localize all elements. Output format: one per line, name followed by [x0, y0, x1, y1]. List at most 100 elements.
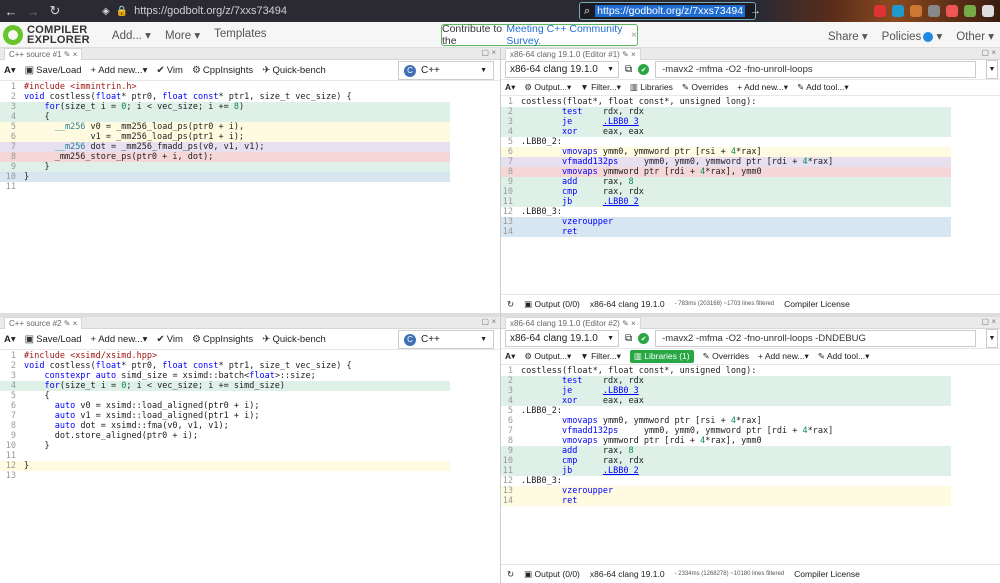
maximize-icon[interactable]: ▢ × — [481, 48, 496, 57]
compiler-options-input[interactable]: -mavx2 -mfma -O2 -fno-unroll-loops — [655, 61, 976, 78]
nav-templates[interactable]: Templates — [214, 27, 267, 40]
extension-icon[interactable] — [892, 5, 904, 17]
asm-line: 4 xor eax, eax — [501, 396, 951, 406]
code-line: 10 } — [5, 441, 50, 451]
extension-icon[interactable] — [874, 5, 886, 17]
save-load-button[interactable]: ▣Save/Load — [24, 333, 82, 345]
font-size-button[interactable]: A▾ — [4, 64, 16, 76]
forward-icon[interactable]: → — [26, 3, 40, 19]
quick-bench-button[interactable]: ✈Quick-bench — [262, 333, 326, 345]
compiler-license-link[interactable]: Compiler License — [794, 569, 860, 579]
go-arrow-icon[interactable]: → — [750, 5, 762, 17]
code-line: 6 v1 = _mm256_load_ps(ptr1 + i); — [0, 132, 450, 142]
overrides-button[interactable]: ✎ Overrides — [702, 351, 749, 361]
horizontal-splitter-right[interactable] — [501, 313, 1000, 317]
save-icon: ▣ — [24, 333, 35, 345]
compiler-status-bar: ↻ ▣ Output (0/0) x86-64 clang 19.1.0 - 2… — [501, 564, 1000, 583]
options-dropdown-icon[interactable]: ▼ — [986, 60, 998, 79]
output-status[interactable]: ▣ Output (0/0) — [524, 298, 580, 309]
nav-share[interactable]: Share ▾ — [828, 31, 868, 43]
asm-line: 6 vmovaps ymm0, ymmword ptr [rsi + 4*rax… — [501, 147, 951, 157]
extension-icon[interactable] — [928, 5, 940, 17]
maximize-icon[interactable]: ▢ × — [481, 317, 496, 326]
menu-icon[interactable] — [982, 5, 994, 17]
add-tool-button[interactable]: ✎ Add tool...▾ — [797, 82, 849, 92]
compiler-select[interactable]: x86-64 clang 19.1.0▼ — [505, 330, 619, 347]
back-icon[interactable]: ← — [4, 3, 18, 19]
search-icon: ⌕ — [584, 4, 591, 17]
refresh-icon[interactable]: ↻ — [507, 298, 515, 309]
nav-more[interactable]: More ▾ — [164, 29, 201, 42]
code-line: 8 auto dot = xsimd::fma(v0, v1, v1); — [10, 421, 229, 431]
save-load-button[interactable]: ▣Save/Load — [24, 64, 82, 76]
output-button[interactable]: ⚙ Output...▾ — [524, 82, 572, 92]
logo-icon — [3, 24, 23, 45]
options-dropdown-icon[interactable]: ▼ — [986, 329, 998, 348]
cpp-icon: C — [404, 333, 416, 346]
filter-button[interactable]: ▼ Filter...▾ — [580, 82, 621, 92]
code-line: 1#include <xsimd/xsimd.hpp> — [10, 351, 158, 361]
compiler-tab-2[interactable]: x86-64 clang 19.1.0 (Editor #2) ✎ × — [505, 317, 641, 329]
output-status[interactable]: ▣ Output (0/0) — [524, 568, 580, 579]
asm-line: 14 ret — [501, 496, 951, 506]
cppinsights-button[interactable]: ⚙CppInsights — [191, 333, 254, 345]
extension-icon[interactable] — [910, 5, 922, 17]
popout-icon[interactable]: ⧉ — [625, 64, 633, 75]
font-size-button[interactable]: A▾ — [505, 351, 516, 361]
font-size-button[interactable]: A▾ — [505, 82, 516, 92]
popout-icon[interactable]: ⧉ — [625, 333, 633, 344]
browser-toolbar: ← → ↻ ◈ 🔒 https://godbolt.org/z/7xxs7349… — [0, 0, 1000, 22]
refresh-icon[interactable]: ↻ — [507, 568, 515, 579]
extension-icon[interactable] — [964, 5, 976, 17]
extension-icon[interactable] — [946, 5, 958, 17]
source-tab-2[interactable]: C++ source #2 ✎ × — [4, 317, 83, 329]
logo-line1: COMPILER — [27, 23, 88, 36]
banner-link[interactable]: Meeting C++ Community Survey. — [506, 23, 623, 47]
search-input[interactable]: ⌕ https://godbolt.org/z/7xxs73494 → — [579, 2, 761, 20]
filter-button[interactable]: ▼ Filter...▾ — [580, 351, 621, 361]
compiler-select[interactable]: x86-64 clang 19.1.0▼ — [505, 61, 619, 78]
close-icon[interactable]: × — [630, 29, 637, 41]
compiler-pane-1: x86-64 clang 19.1.0 (Editor #1) ✎ × ▢ × x… — [501, 48, 1000, 313]
font-size-button[interactable]: A▾ — [4, 333, 16, 345]
vim-icon: ✔ — [156, 333, 165, 345]
output-button[interactable]: ⚙ Output...▾ — [524, 351, 572, 361]
asm-line: 2 test rdx, rdx — [501, 107, 951, 117]
overrides-button[interactable]: ✎ Overrides — [681, 82, 729, 92]
horizontal-splitter-left[interactable] — [0, 313, 500, 317]
source-tab-1[interactable]: C++ source #1 ✎ × — [4, 48, 83, 60]
compiler-tab-1[interactable]: x86-64 clang 19.1.0 (Editor #1) ✎ × — [505, 48, 641, 60]
nav-add[interactable]: Add... ▾ — [111, 29, 151, 42]
maximize-icon[interactable]: ▢ × — [981, 48, 996, 57]
maximize-icon[interactable]: ▢ × — [981, 317, 996, 326]
compiler-options-input[interactable]: -mavx2 -mfma -O2 -fno-unroll-loops -DNDE… — [655, 330, 976, 347]
libraries-button[interactable]: ▥ Libraries — [629, 82, 673, 92]
libraries-button[interactable]: ▥ Libraries (1) — [629, 350, 694, 363]
add-new-button[interactable]: + Add new...▾ — [737, 82, 789, 92]
url-bar[interactable]: ◈ 🔒 https://godbolt.org/z/7xxs73494 — [102, 3, 287, 19]
vim-button[interactable]: ✔Vim — [156, 64, 183, 76]
add-new-button[interactable]: + Add new...▾ — [90, 333, 148, 345]
vim-button[interactable]: ✔Vim — [156, 333, 183, 345]
reload-icon[interactable]: ↻ — [49, 3, 61, 18]
quick-bench-icon: ✈ — [262, 333, 271, 345]
nav-policies[interactable]: Policies ▾ — [881, 31, 943, 43]
asm-line: 4 xor eax, eax — [501, 127, 951, 137]
add-new-button[interactable]: + Add new...▾ — [90, 64, 148, 76]
nav-other[interactable]: Other ▾ — [956, 31, 994, 43]
quick-bench-button[interactable]: ✈Quick-bench — [262, 64, 326, 76]
compiler-license-link[interactable]: Compiler License — [784, 299, 850, 309]
asm-line: 12.LBB0_3: — [502, 207, 562, 217]
add-tool-button[interactable]: ✎ Add tool...▾ — [817, 351, 870, 361]
asm-line: 7 vfmadd132ps ymm0, ymm0, ymmword ptr [r… — [507, 426, 834, 436]
add-new-button[interactable]: + Add new...▾ — [757, 351, 809, 361]
cppinsights-button[interactable]: ⚙CppInsights — [191, 64, 254, 76]
vertical-splitter[interactable] — [500, 48, 501, 583]
